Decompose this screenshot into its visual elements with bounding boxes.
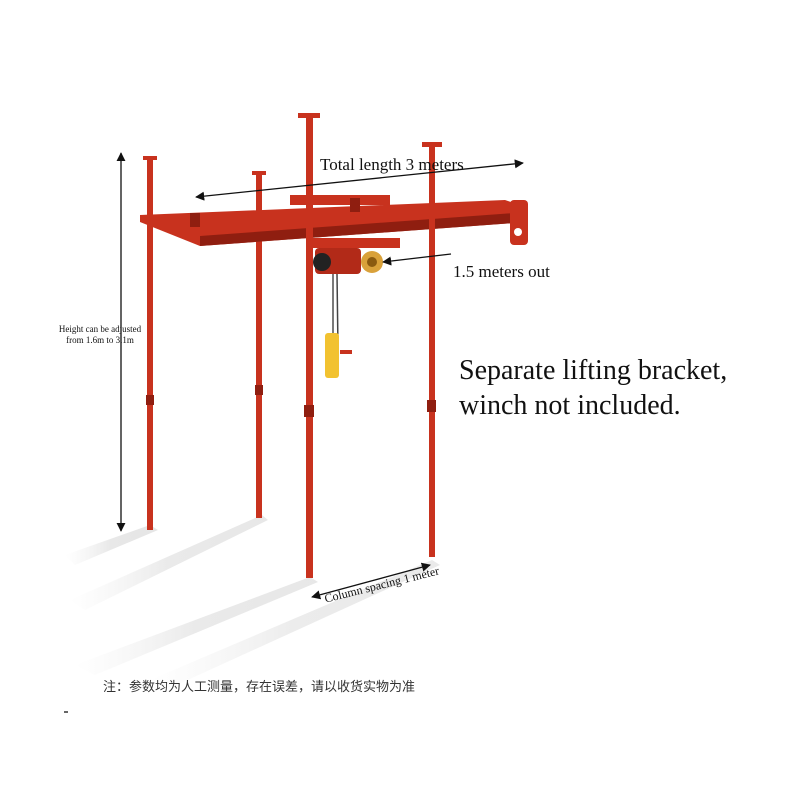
height-adjust-line1: Height can be adjusted — [58, 324, 142, 334]
product-note-line1: Separate lifting bracket, — [459, 355, 728, 386]
measurement-footnote: 注：参数均为人工测量，存在误差，请以收货实物为准 — [103, 680, 416, 695]
total-length-label: Total length 3 meters — [320, 155, 464, 174]
dimension-lines — [116, 152, 524, 600]
column-front-left — [298, 113, 320, 578]
product-note-line2: winch not included. — [459, 390, 681, 421]
floor-shadows — [65, 515, 440, 688]
cantilever-arm — [310, 238, 400, 378]
column-front-right — [422, 142, 442, 557]
small-mark — [64, 711, 68, 713]
column-back-left — [143, 156, 157, 530]
product-note: Separate lifting bracket, winch not incl… — [459, 353, 727, 423]
meters-out-label: 1.5 meters out — [453, 262, 550, 281]
height-adjust-label: Height can be adjusted from 1.6m to 3.1m — [30, 324, 170, 346]
height-adjust-line2: from 1.6m to 3.1m — [66, 335, 134, 345]
